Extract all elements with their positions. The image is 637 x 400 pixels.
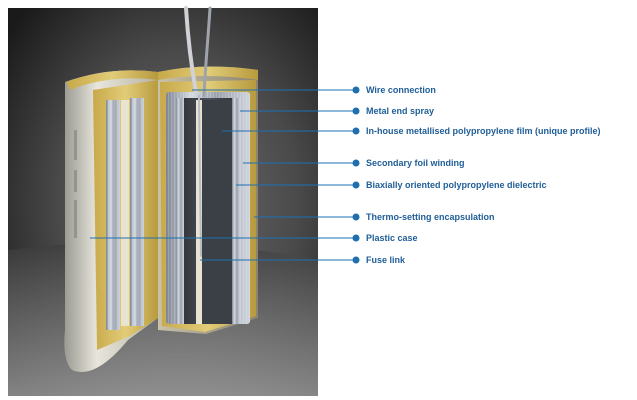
leader-dot-fuse-link — [352, 256, 360, 264]
leader-dot-metallised-film — [352, 127, 360, 135]
leader-dot-encapsulation — [352, 213, 360, 221]
leader-dot-dielectric — [352, 181, 360, 189]
leader-dot-metal-end-spray — [352, 107, 360, 115]
callout-metal-end-spray: Metal end spray — [366, 106, 435, 116]
leader-dot-wire-connection — [352, 86, 360, 94]
leader-dot-secondary-foil — [352, 159, 360, 167]
wire-leads — [184, 6, 212, 257]
callout-secondary-foil: Secondary foil winding — [366, 158, 465, 168]
callout-fuse-link: Fuse link — [366, 255, 406, 265]
callout-plastic-case: Plastic case — [366, 233, 418, 243]
right-half-case — [158, 66, 258, 334]
callout-wire-connection: Wire connection — [366, 85, 436, 95]
callout-encapsulation: Thermo-setting encapsulation — [366, 212, 495, 222]
callout-leaders — [90, 86, 360, 264]
leader-dot-plastic-case — [352, 234, 360, 242]
case-markings — [74, 130, 77, 238]
callout-dielectric: Biaxially oriented polypropylene dielect… — [366, 180, 547, 190]
left-half-case — [64, 70, 158, 372]
callout-metallised-film: In-house metallised polypropylene film (… — [366, 126, 601, 136]
